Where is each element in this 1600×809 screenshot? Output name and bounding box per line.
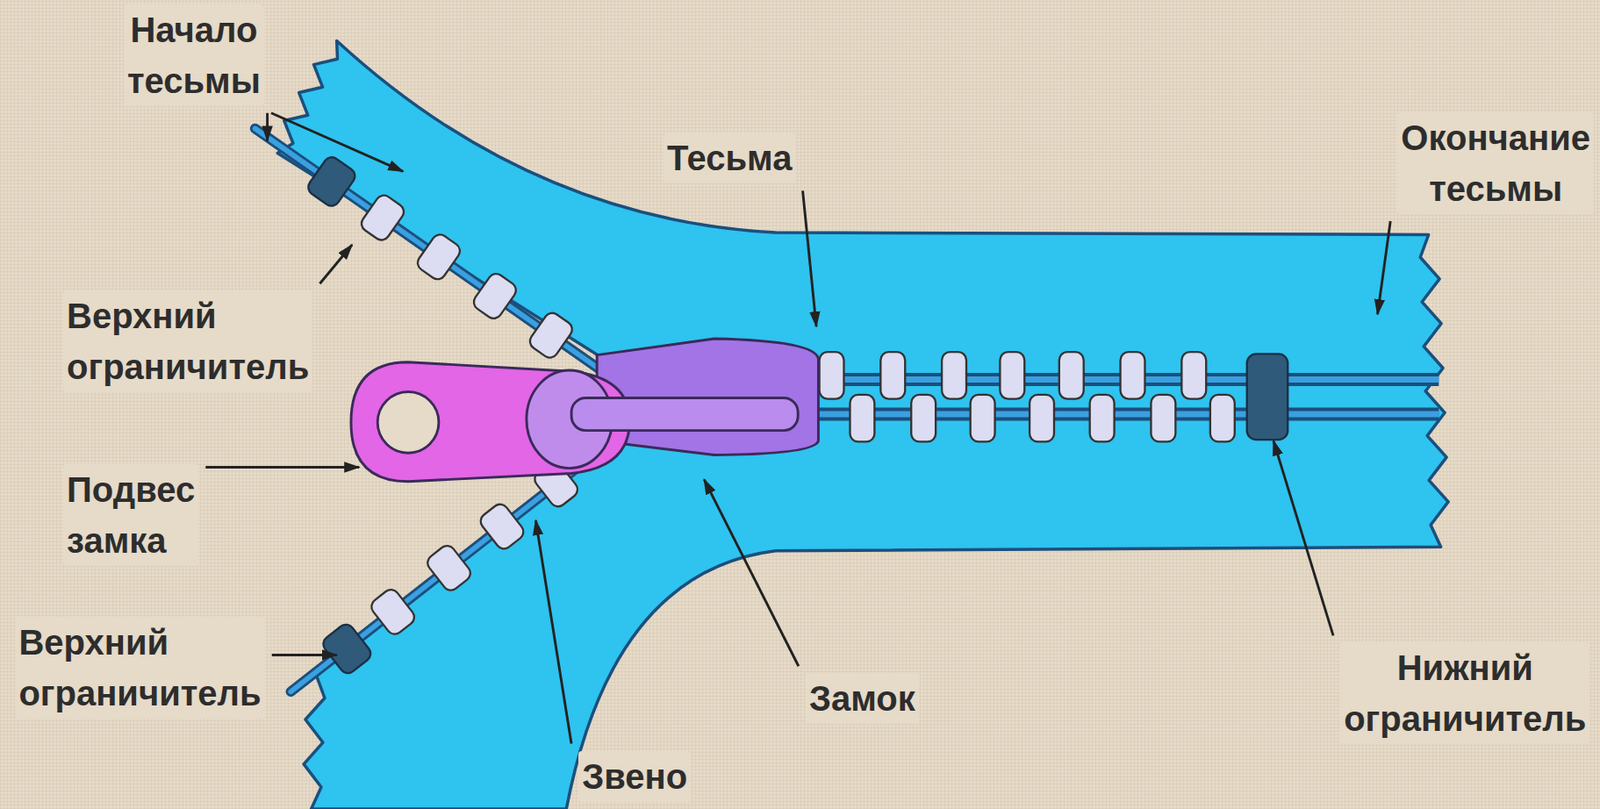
part-label: Тесьма — [663, 132, 796, 184]
zipper-tooth — [970, 394, 996, 442]
leader-line — [319, 244, 352, 284]
part-label: Подвес замка — [63, 464, 199, 567]
part-label: Начало тесьмы — [123, 4, 265, 107]
part-label: Верхний ограничитель — [63, 290, 313, 393]
top-stopper — [320, 621, 374, 677]
zipper-tooth — [880, 351, 905, 399]
part-label: Звено — [578, 751, 691, 803]
zipper-tooth — [911, 394, 936, 442]
leader-line — [272, 653, 338, 657]
zipper-cord — [255, 128, 1440, 692]
leader-line — [803, 190, 818, 327]
zipper-tooth — [941, 351, 967, 399]
slider-bar — [571, 397, 798, 431]
zipper-tooth — [526, 309, 575, 361]
zipper-tooth — [1210, 394, 1235, 442]
leader-line — [703, 479, 799, 667]
zipper-tooth — [1181, 351, 1206, 399]
zipper-cord — [796, 407, 1439, 421]
zipper-tooth — [819, 351, 845, 399]
zipper-tooth — [849, 394, 875, 442]
zipper-tooth — [358, 192, 407, 244]
zipper-tooth — [999, 351, 1025, 399]
part-label: Верхний ограничитель — [14, 617, 265, 719]
zipper-tooth — [1029, 394, 1055, 442]
leader-line — [1273, 440, 1334, 636]
pull-hole — [377, 391, 439, 453]
zipper-tooth — [1150, 394, 1176, 442]
zipper-tooth — [1090, 394, 1115, 442]
leader-line — [271, 113, 403, 173]
zipper-tooth — [470, 270, 519, 322]
part-label: Замок — [805, 673, 919, 725]
leader-line — [205, 466, 359, 469]
zipper-tooth — [1120, 351, 1146, 399]
leader-line — [1377, 221, 1392, 315]
zipper-tape — [277, 41, 1449, 809]
stoppers — [305, 154, 1289, 677]
zipper-tooth — [1059, 351, 1084, 399]
part-label: Окончание тесьмы — [1397, 112, 1594, 215]
leader-lines — [205, 113, 1391, 745]
zipper-tooth — [368, 586, 418, 638]
zipper-tooth — [477, 501, 527, 553]
zipper-tooth — [423, 542, 474, 594]
zipper-cord — [796, 411, 1439, 418]
leader-line — [535, 520, 572, 745]
part-label: Нижний ограничитель — [1340, 642, 1590, 745]
zipper-tooth — [414, 231, 463, 283]
leader-line — [265, 113, 269, 142]
bottom-stopper — [1247, 353, 1289, 440]
top-stopper — [305, 154, 359, 210]
